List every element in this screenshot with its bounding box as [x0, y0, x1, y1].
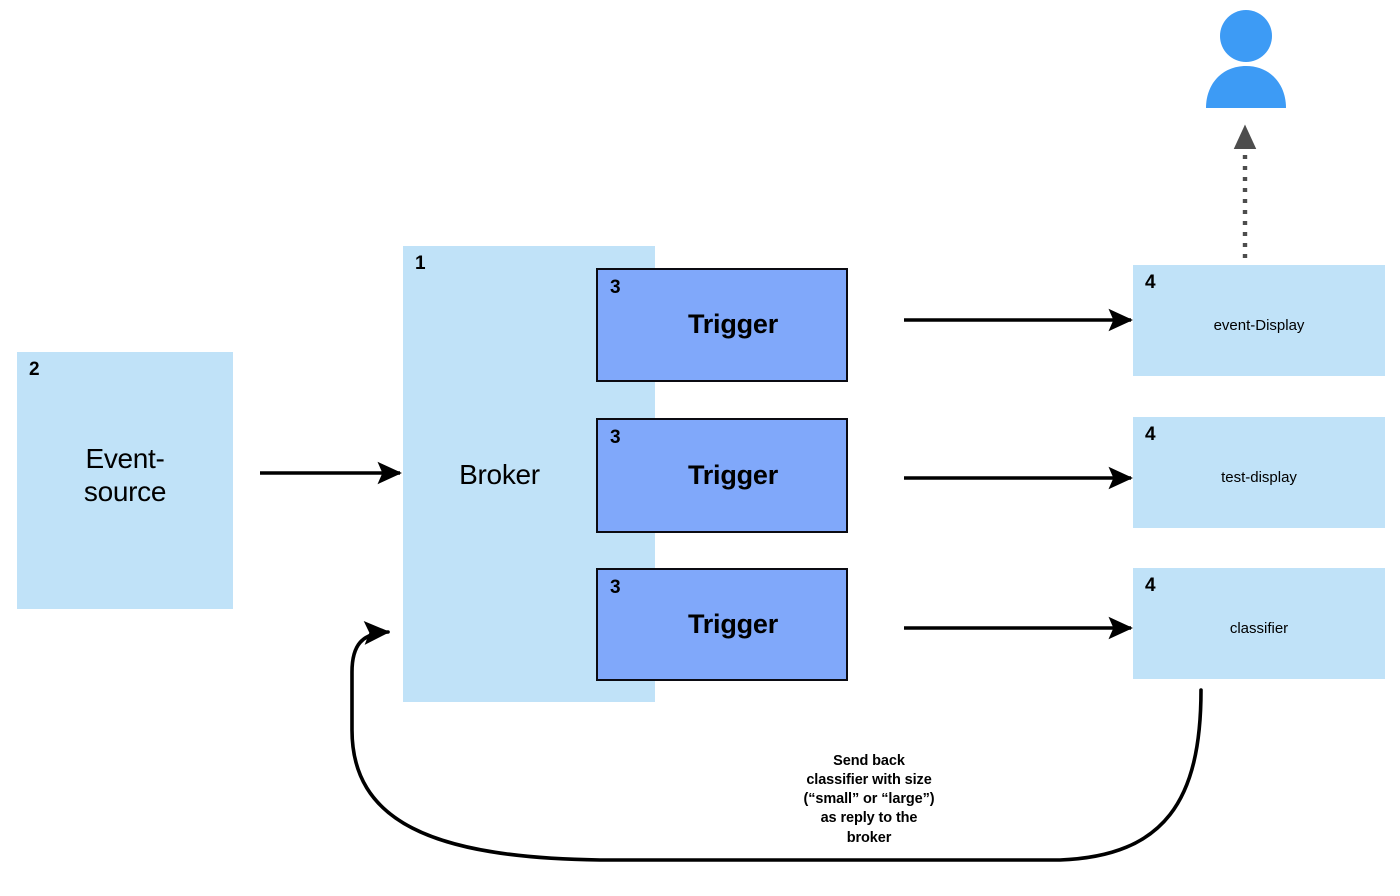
feedback-caption-line5: broker: [846, 829, 892, 846]
node-event-source-label-line2: source: [83, 476, 167, 508]
node-service-test-display-label: test-display: [1221, 469, 1297, 486]
feedback-caption-line4: as reply to the: [820, 810, 918, 827]
node-service-event-display-number: 4: [1145, 272, 1156, 293]
node-broker-number: 1: [415, 253, 426, 274]
node-trigger-3-label: Trigger: [687, 609, 779, 639]
node-trigger-1[interactable]: 3 Trigger: [596, 268, 848, 382]
node-service-test-display-number: 4: [1145, 424, 1156, 445]
person-icon: [1200, 8, 1292, 112]
node-service-classifier[interactable]: 4 classifier: [1133, 568, 1385, 679]
node-service-test-display[interactable]: 4 test-display: [1133, 417, 1385, 528]
node-event-source-label: Event- source: [17, 442, 233, 508]
node-event-source-number: 2: [29, 359, 40, 380]
node-service-classifier-number: 4: [1145, 575, 1156, 596]
node-trigger-1-label: Trigger: [687, 309, 779, 339]
node-trigger-3[interactable]: 3 Trigger: [596, 568, 848, 681]
feedback-caption: Send back classifier with size (“small” …: [760, 752, 978, 848]
node-trigger-2-label: Trigger: [687, 460, 779, 490]
node-trigger-3-number: 3: [610, 577, 621, 598]
node-broker-label: Broker: [459, 459, 540, 490]
node-service-event-display-label: event-Display: [1213, 317, 1305, 334]
feedback-caption-line2: classifier with size: [806, 772, 932, 789]
node-service-event-display[interactable]: 4 event-Display: [1133, 265, 1385, 376]
node-service-classifier-label: classifier: [1229, 620, 1289, 637]
node-trigger-1-number: 3: [610, 277, 621, 298]
feedback-caption-line3: (“small” or “large”): [803, 791, 935, 808]
node-event-source[interactable]: 2 Event- source: [17, 352, 233, 609]
feedback-caption-line1: Send back: [833, 753, 905, 769]
node-event-source-label-line1: Event-: [85, 443, 165, 474]
person-icon-glyph: [1206, 10, 1286, 108]
node-trigger-2-number: 3: [610, 427, 621, 448]
node-trigger-2[interactable]: 3 Trigger: [596, 418, 848, 533]
